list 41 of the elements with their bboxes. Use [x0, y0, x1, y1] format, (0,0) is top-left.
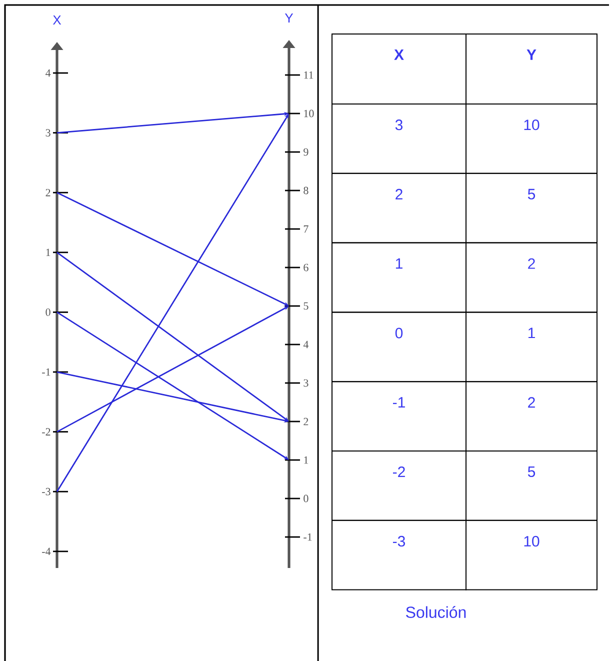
- tick-label: 9: [304, 148, 308, 156]
- tick-label: 7: [304, 225, 308, 233]
- tick-label: -1: [42, 368, 50, 376]
- table-cell: 10: [466, 104, 598, 174]
- tick-label: -4: [42, 548, 51, 556]
- table-cell: -3: [332, 520, 466, 590]
- tick-label: 4: [303, 340, 309, 348]
- tick-label: 8: [304, 186, 308, 194]
- tick-label: 5: [304, 302, 308, 310]
- caption: Solución: [406, 606, 466, 618]
- tick-label: 10: [304, 110, 314, 118]
- tick-label: -3: [42, 488, 50, 496]
- tick-label: 3: [46, 129, 50, 136]
- table-cell: 2: [466, 381, 598, 452]
- tick-label: 11: [304, 71, 314, 79]
- table-cell: -2: [332, 450, 466, 521]
- table-cell: 5: [466, 172, 598, 244]
- tick-label: 6: [304, 264, 308, 272]
- table-cell: 1: [332, 242, 466, 313]
- table-cell: 2: [466, 242, 598, 313]
- table-cell: 2: [332, 172, 466, 244]
- table-cell: 0: [332, 312, 466, 382]
- table-cell: 5: [466, 450, 598, 521]
- table-cell: X: [332, 34, 466, 104]
- tick-label: 3: [304, 379, 308, 387]
- tick-label: 2: [304, 418, 308, 426]
- tick-label: 0: [304, 494, 308, 502]
- tick-label: 4: [46, 69, 51, 77]
- table-cell: Y: [466, 34, 598, 104]
- tick-label: 1: [46, 248, 50, 256]
- tick-label: 1: [304, 456, 308, 464]
- tick-label: -1: [304, 533, 312, 541]
- tick-label: -2: [42, 428, 50, 436]
- tick-label: 0: [46, 308, 50, 316]
- axis-title: X: [52, 16, 62, 24]
- table-cell: 1: [466, 312, 598, 382]
- axis-title: Y: [284, 14, 294, 22]
- table-cell: 10: [466, 520, 598, 590]
- tick-label: 2: [46, 188, 50, 196]
- table-cell: 3: [332, 104, 466, 174]
- table-cell: -1: [332, 381, 466, 452]
